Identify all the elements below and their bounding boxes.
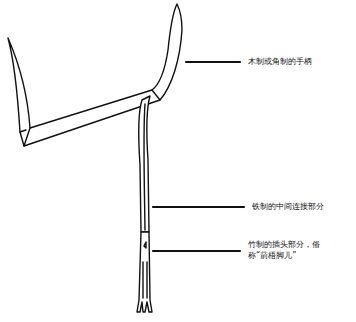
handle [8, 4, 182, 146]
iron-stem [139, 96, 150, 232]
part-label: 木制或角制的手柄 [248, 57, 348, 68]
bamboo-slot [143, 242, 147, 298]
leader-line [186, 61, 240, 63]
bamboo-plug [137, 232, 152, 312]
iron-line [144, 104, 145, 230]
part-label: 竹制的插头部分，俗称“葥梧脚儿” [248, 240, 328, 262]
leader-line [153, 206, 244, 208]
leader-line [153, 250, 240, 252]
part-label: 铁制的中间连接部分 [252, 202, 352, 213]
